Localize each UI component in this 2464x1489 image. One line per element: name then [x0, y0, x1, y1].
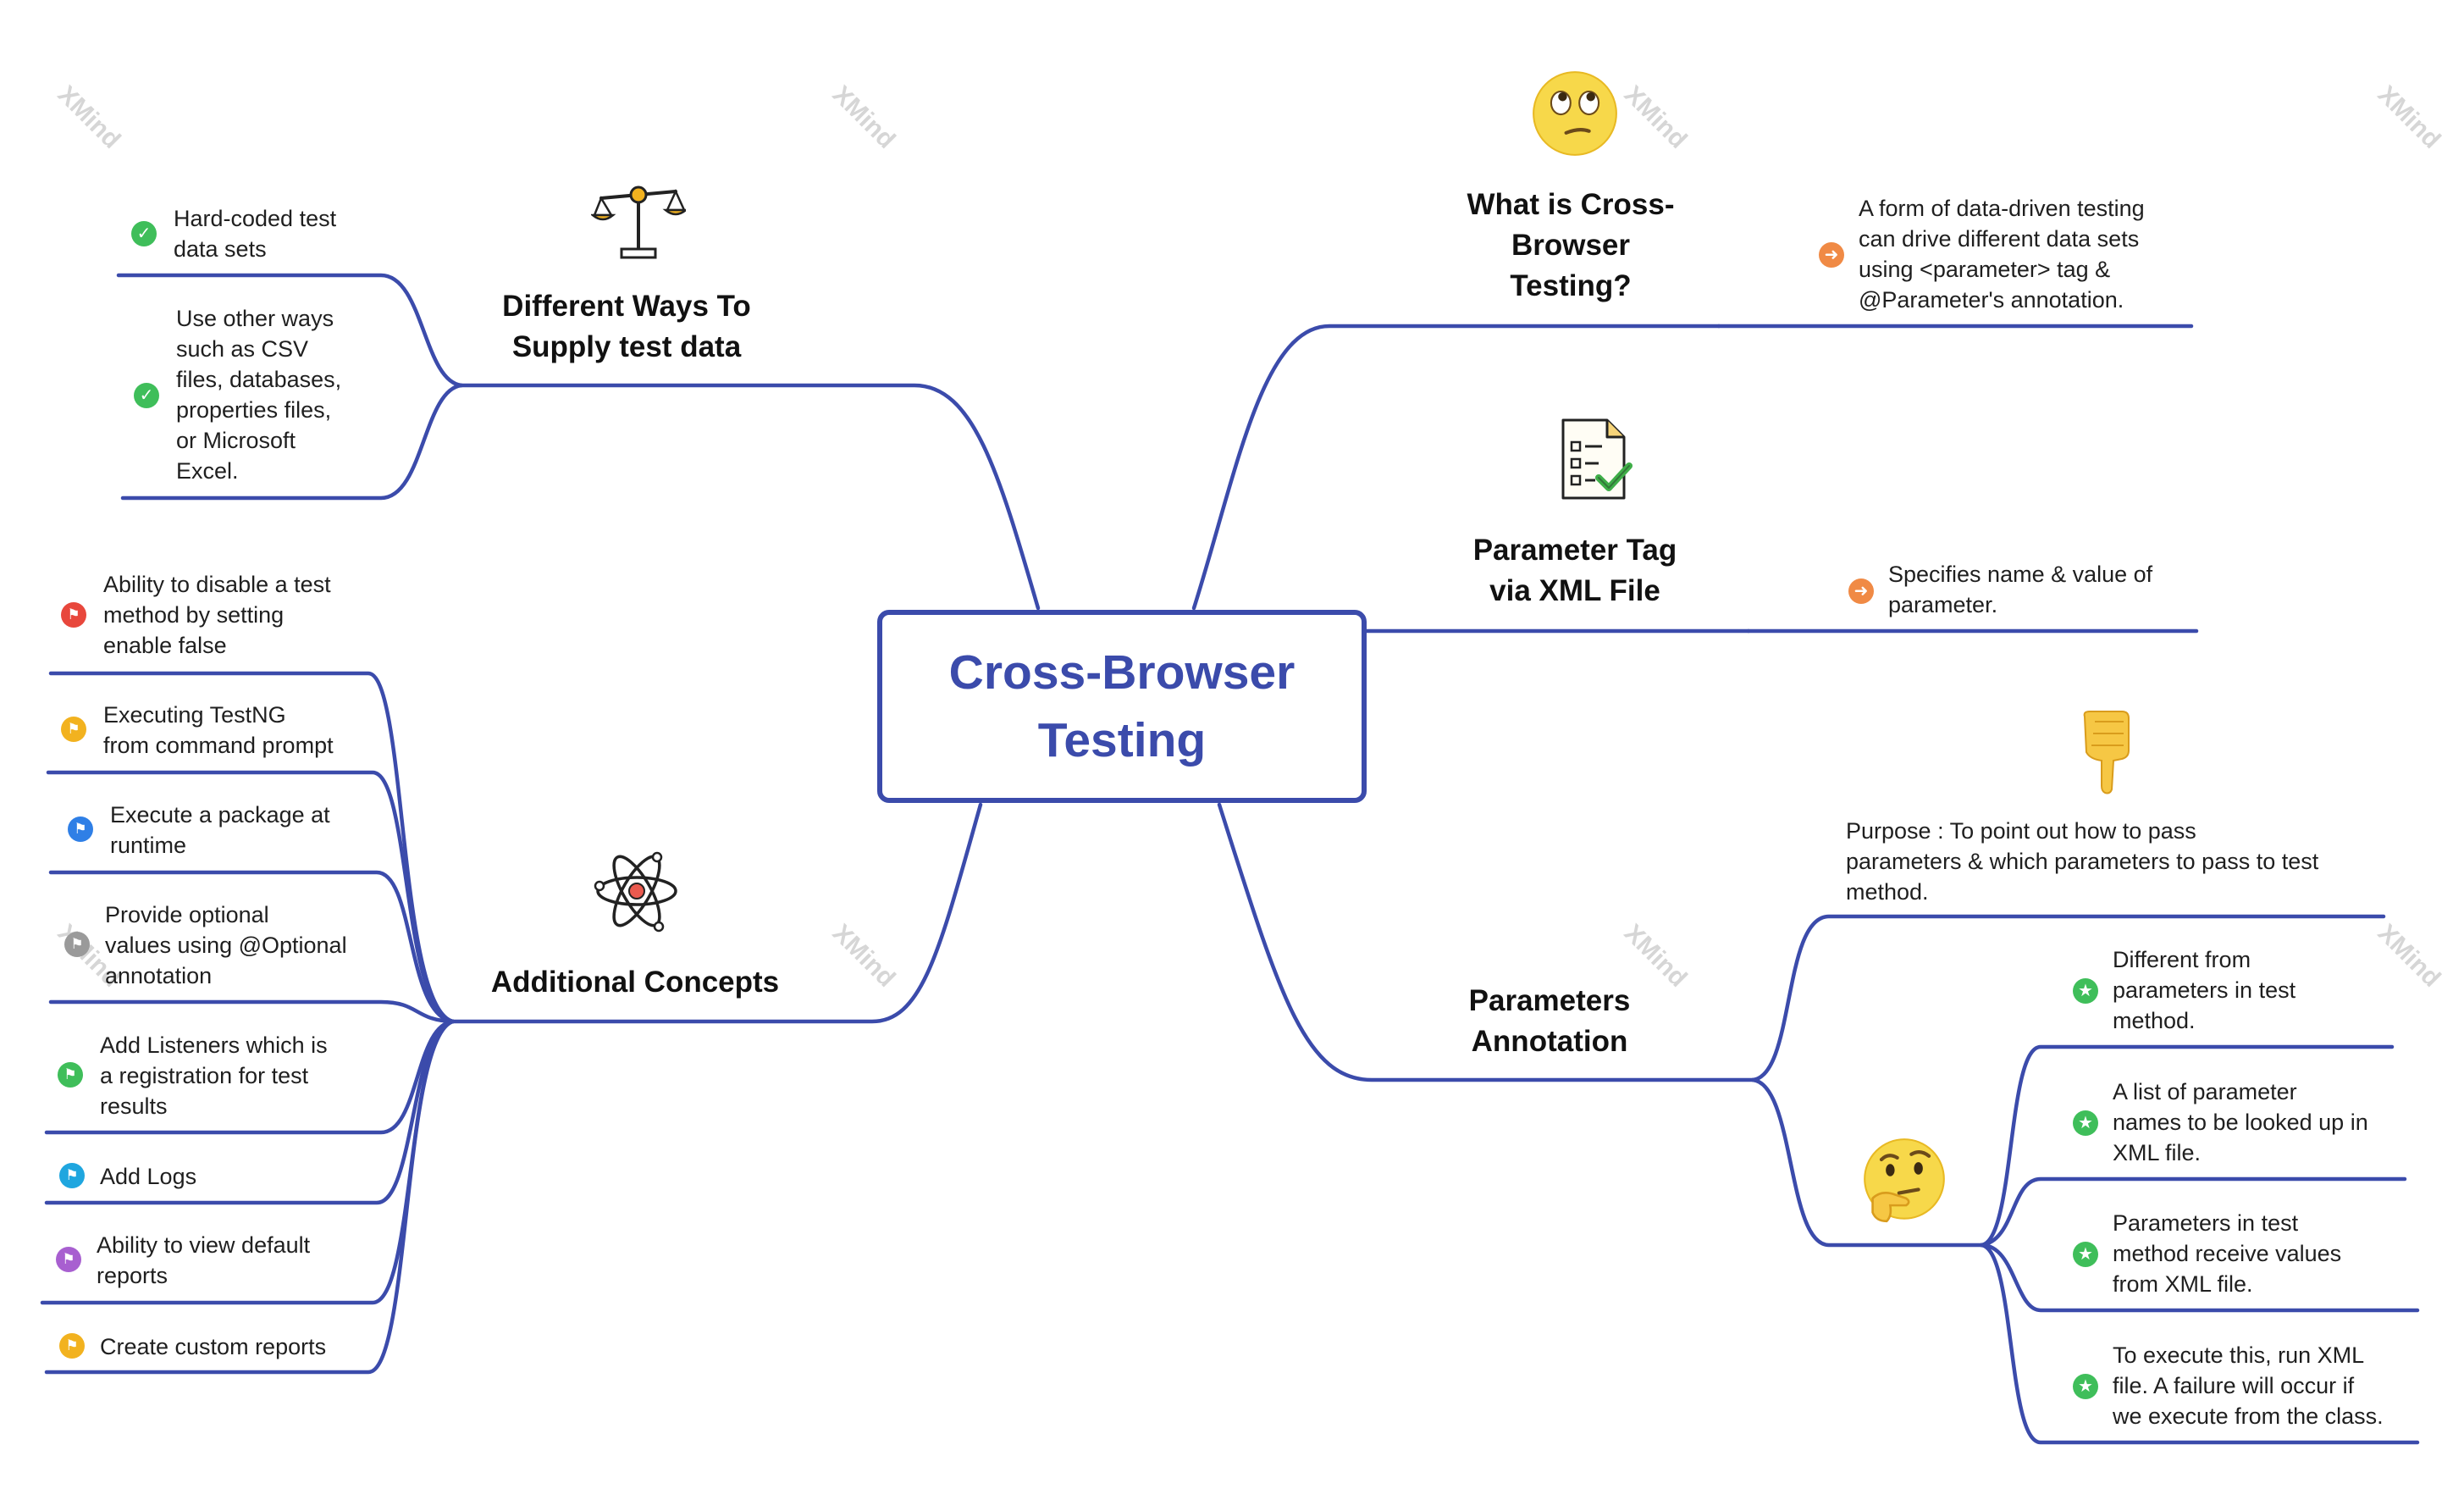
- topic-parameter-tag[interactable]: Parameter Tag via XML File: [1472, 534, 1677, 607]
- additional-child-text[interactable]: Create custom reports: [100, 1334, 327, 1359]
- arrow-right-marker: ➜: [1819, 242, 1844, 268]
- arrow-right-marker: ➜: [1848, 578, 1874, 604]
- connector-purpose: [1750, 914, 2386, 1082]
- additional-child-text[interactable]: Provide optional values using @Optional …: [105, 902, 347, 988]
- pointing-down-hand-emoji: [2083, 711, 2130, 794]
- param-ann-child-text[interactable]: Different from parameters in test method…: [2113, 947, 2296, 1033]
- checklist-document-icon: [1561, 418, 1633, 500]
- check-marker: ✓: [134, 383, 159, 408]
- central-topic-label: Cross-Browser Testing: [948, 645, 1296, 767]
- diff-ways-child-text[interactable]: Use other ways such as CSV files, databa…: [176, 306, 342, 484]
- star-marker: ★: [2073, 1242, 2098, 1267]
- atom-icon: [594, 851, 677, 933]
- additional-child-text[interactable]: Ability to view default reports: [97, 1232, 311, 1288]
- additional-child-text[interactable]: Ability to disable a test method by sett…: [103, 572, 331, 658]
- thinking-face-emoji: [1864, 1138, 1945, 1223]
- param-tag-child-text[interactable]: Specifies name & value of parameter.: [1888, 562, 2153, 617]
- star-marker: ★: [2073, 1110, 2098, 1136]
- flag-marker: ⚑: [61, 602, 86, 628]
- connector-additional: [450, 802, 983, 1024]
- central-topic[interactable]: Cross-Browser Testing: [877, 610, 1367, 803]
- star-marker: ★: [2073, 978, 2098, 1004]
- balance-scale-icon: [591, 185, 686, 259]
- flag-marker: ⚑: [59, 1333, 85, 1359]
- rolling-eyes-emoji: [1533, 71, 1617, 156]
- param-ann-child-text[interactable]: Parameters in test method receive values…: [2113, 1210, 2342, 1297]
- flag-marker: ⚑: [59, 1163, 85, 1188]
- what-child-text[interactable]: A form of data-driven testing can drive …: [1859, 196, 2145, 313]
- connector-diff-ways: [459, 383, 1041, 611]
- flag-marker: ⚑: [56, 1247, 81, 1272]
- topic-parameters-annotation[interactable]: Parameters Annotation: [1468, 984, 1631, 1058]
- connector-param-ann: [1217, 802, 1755, 1082]
- param-ann-child-text[interactable]: A list of parameter names to be looked u…: [2113, 1079, 2368, 1165]
- param-ann-child-text[interactable]: To execute this, run XML file. A failure…: [2113, 1342, 2384, 1429]
- flag-marker: ⚑: [58, 1062, 83, 1088]
- topic-different-ways[interactable]: Different Ways To Supply test data: [502, 290, 751, 363]
- additional-child-text[interactable]: Execute a package at runtime: [110, 802, 330, 858]
- check-marker: ✓: [131, 221, 157, 246]
- flag-marker: ⚑: [64, 932, 90, 957]
- flag-marker: ⚑: [61, 717, 86, 742]
- connector-thinking: [1750, 1077, 1984, 1248]
- topic-additional-concepts[interactable]: Additional Concepts: [490, 966, 780, 999]
- additional-child-text[interactable]: Executing TestNG from command prompt: [103, 702, 334, 758]
- topic-what-is-cross-browser-testing[interactable]: What is Cross- Browser Testing?: [1467, 188, 1675, 302]
- flag-marker: ⚑: [68, 816, 93, 842]
- additional-child-text[interactable]: Add Listeners which is a registration fo…: [100, 1032, 328, 1119]
- connector-what: [1191, 324, 1721, 611]
- additional-child-text[interactable]: Add Logs: [100, 1164, 197, 1189]
- star-marker: ★: [2073, 1374, 2098, 1399]
- purpose-text[interactable]: Purpose : To point out how to pass param…: [1846, 818, 2319, 905]
- diff-ways-child-text[interactable]: Hard-coded test data sets: [174, 206, 337, 262]
